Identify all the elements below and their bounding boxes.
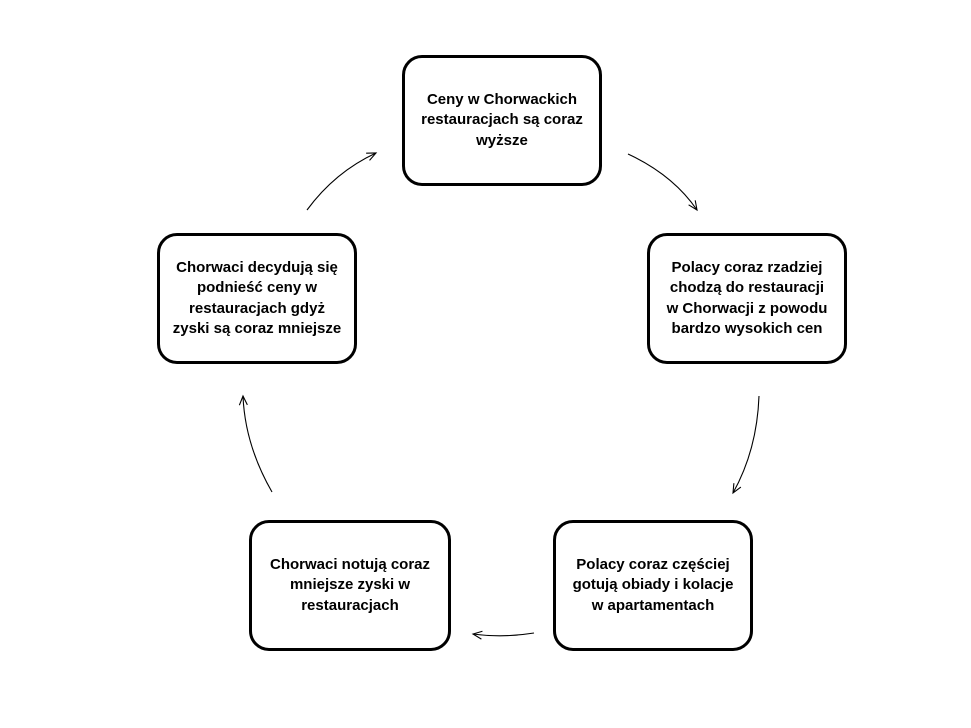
node-fewer-restaurant-visits: Polacy coraz rzadziej chodzą do restaura…: [647, 233, 847, 364]
arrow-n2-to-n3: [732, 395, 760, 495]
node-raise-prices-decision-label: Chorwaci decydują się podnieść ceny w re…: [172, 258, 342, 338]
arrow-n3-to-n4: [471, 630, 535, 640]
node-rising-prices-label: Ceny w Chorwackich restauracjach są cora…: [421, 90, 583, 149]
node-rising-prices: Ceny w Chorwackich restauracjach są cora…: [402, 55, 602, 186]
node-cooking-in-apartments: Polacy coraz częściej gotują obiady i ko…: [553, 520, 753, 651]
arrow-n4-to-n5: [238, 394, 273, 493]
node-lower-profits-label: Chorwaci notują coraz mniejsze zyski w r…: [269, 555, 431, 614]
arrow-n1-to-n2: [627, 153, 698, 212]
node-lower-profits: Chorwaci notują coraz mniejsze zyski w r…: [249, 520, 451, 651]
node-fewer-restaurant-visits-label: Polacy coraz rzadziej chodzą do restaura…: [666, 258, 828, 338]
node-cooking-in-apartments-label: Polacy coraz częściej gotują obiady i ko…: [572, 555, 734, 614]
node-raise-prices-decision: Chorwaci decydują się podnieść ceny w re…: [157, 233, 357, 364]
arrow-n5-to-n1: [306, 152, 378, 211]
